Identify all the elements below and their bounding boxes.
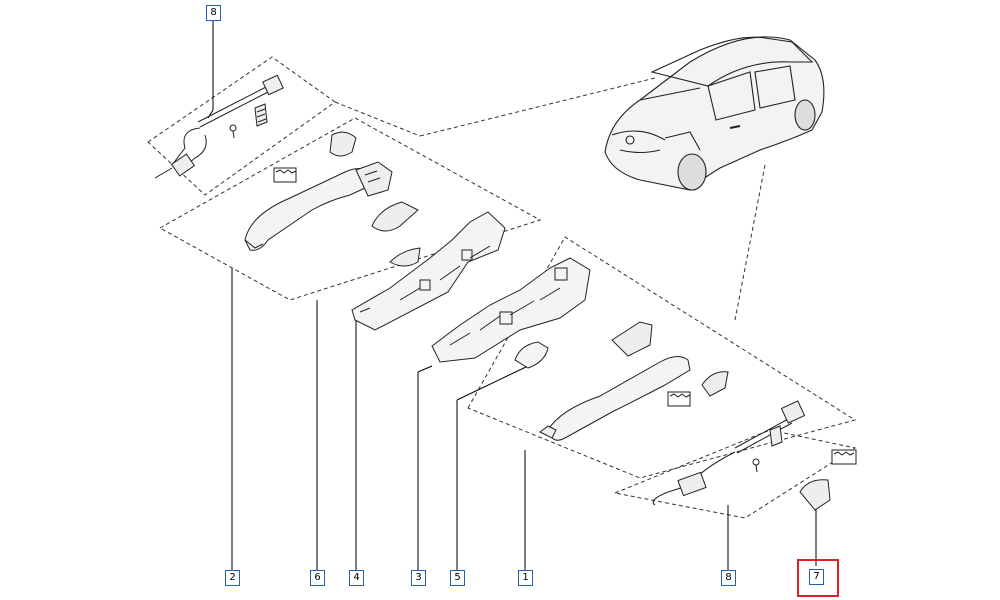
callout-5[interactable]: 5 xyxy=(450,570,465,586)
callout-4[interactable]: 4 xyxy=(349,570,364,586)
dashed-group-outlines xyxy=(147,56,857,519)
callout-7[interactable]: 7 xyxy=(809,569,824,585)
callout-8-top[interactable]: 8 xyxy=(206,5,221,21)
callout-6[interactable]: 6 xyxy=(310,570,325,586)
front-door-handle-parts xyxy=(539,321,729,441)
callout-7-highlight-box xyxy=(797,559,839,597)
handle-carrier-parts xyxy=(351,211,506,331)
rear-door-handle-parts xyxy=(244,131,419,251)
leader-lines xyxy=(207,19,817,570)
front-handle-carrier xyxy=(431,257,591,363)
handle-cap xyxy=(514,341,549,369)
callout-3[interactable]: 3 xyxy=(411,570,426,586)
car-illustration xyxy=(604,36,825,191)
callout-8-bottom[interactable]: 8 xyxy=(721,570,736,586)
lock-cylinder-cable-top xyxy=(154,74,284,179)
callout-2[interactable]: 2 xyxy=(225,570,240,586)
lock-cylinder-cable-bottom xyxy=(652,400,857,511)
callout-1[interactable]: 1 xyxy=(518,570,533,586)
